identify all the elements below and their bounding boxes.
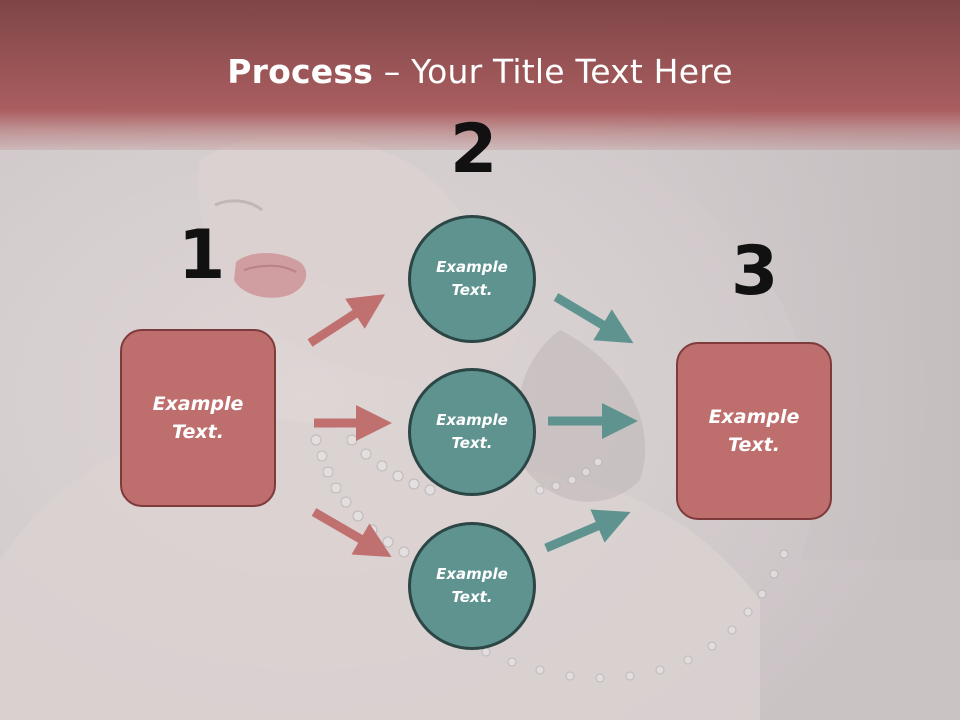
arrow-top-to-right [553,293,634,344]
slide-title: Process – Your Title Text Here [0,52,960,91]
step-box-right-text: Example Text. [708,405,800,457]
title-rest: – Your Title Text Here [373,52,733,91]
arrow-box-to-bottom [311,508,392,558]
title-banner [0,0,960,150]
circle-node-top: Example Text. [408,215,536,343]
arrow-box-to-top [307,294,386,347]
circle-node-middle: Example Text. [408,368,536,496]
arrow-bottom-to-right [544,509,631,553]
step-number-1: 1 [178,216,226,295]
circle-node-middle-text: Example Text. [436,410,508,452]
step-number-3: 3 [731,232,779,311]
step-box-right: Example Text. [676,342,832,520]
circle-node-top-text: Example Text. [436,257,508,299]
circle-node-bottom-text: Example Text. [436,564,508,606]
title-bold: Process [227,52,374,91]
step-box-left-text: Example Text. [152,392,244,444]
step-number-2: 2 [450,110,498,189]
circle-node-bottom: Example Text. [408,522,536,650]
step-box-left: Example Text. [120,329,276,507]
